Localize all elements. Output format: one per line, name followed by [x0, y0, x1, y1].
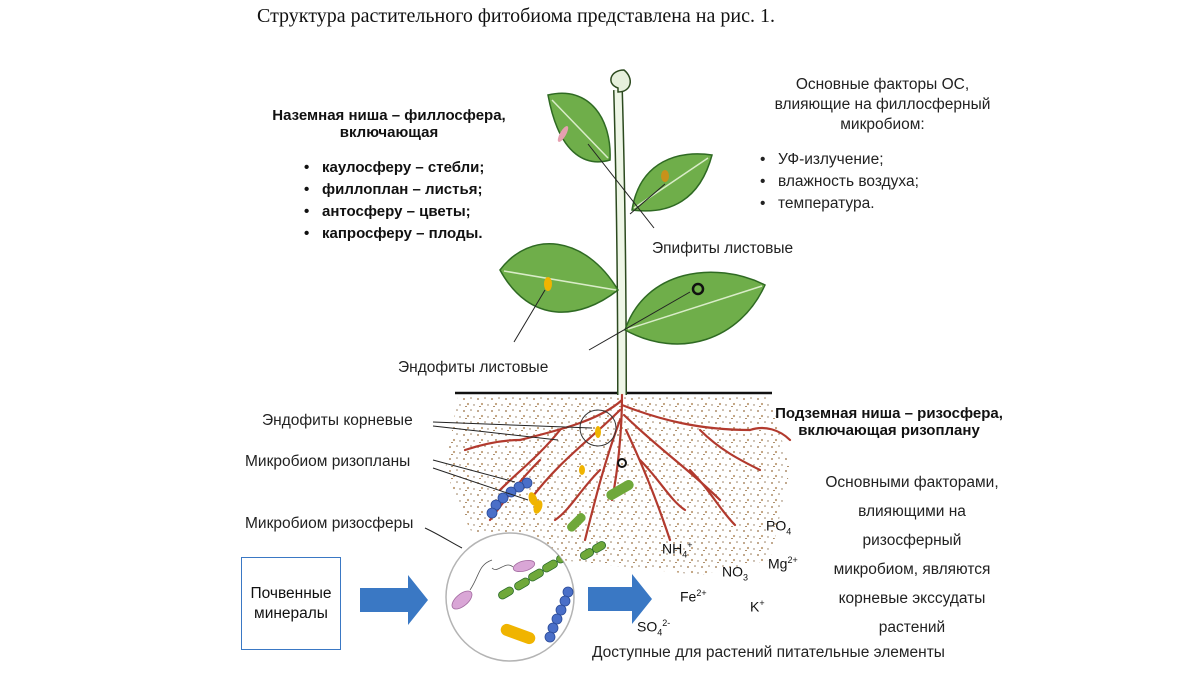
list-item: температура. — [758, 193, 919, 215]
rhizo-factors-line: микробиом, являются — [812, 555, 1012, 584]
ion-k: K+ — [750, 598, 765, 617]
label-leaf-endophytes: Эндофиты листовые — [398, 358, 548, 378]
ion-po4: PO4 — [766, 517, 791, 536]
phyllo-factors-line3: микробиом: — [760, 115, 1005, 135]
label-available-nutrients: Доступные для растений питательные элеме… — [592, 643, 945, 663]
leaf-bottom-right — [625, 272, 765, 344]
label-rhizoplane-microbiome: Микробиом ризопланы — [245, 452, 410, 472]
below-ground-title-line1: Подземная ниша – ризосфера, — [772, 405, 1006, 422]
leaf-bottom-left — [500, 244, 618, 312]
rhizo-factors-line: корневые экссудаты — [812, 584, 1012, 613]
leaf-top-left — [548, 93, 610, 162]
ion-mg: Mg2+ — [768, 555, 798, 574]
arrow-nutrients-out — [588, 574, 652, 624]
phyllo-factors-list: УФ-излучение; влажность воздуха; темпера… — [758, 149, 919, 215]
arrow-minerals-in — [360, 575, 428, 625]
label-epiphytes: Эпифиты листовые — [652, 239, 793, 259]
below-ground-title-line2: включающая ризоплану — [772, 422, 1006, 439]
list-item: филлоплан – листья; — [302, 179, 484, 201]
ion-no3: NO3 — [722, 563, 748, 582]
ion-fe: Fe2+ — [680, 588, 707, 607]
soil-minerals-box: Почвенные минералы — [241, 557, 341, 650]
above-ground-niche-title: Наземная ниша – филлосфера, включающая — [258, 107, 520, 141]
rhizosphere-magnified-circle — [446, 533, 574, 661]
ion-nh4: NH4+ — [662, 540, 693, 559]
rhizo-factors-line: ризосферный — [812, 526, 1012, 555]
above-ground-list: каулосферу – стебли; филлоплан – листья;… — [302, 157, 484, 245]
label-root-endophytes: Эндофиты корневые — [262, 411, 413, 431]
below-ground-niche-title: Подземная ниша – ризосфера, включающая р… — [772, 405, 1006, 439]
list-item: антосферу – цветы; — [302, 201, 484, 223]
ion-so4: SO42- — [637, 618, 670, 637]
list-item: УФ-излучение; — [758, 149, 919, 171]
label-rhizosphere-microbiome: Микробиом ризосферы — [245, 514, 413, 534]
phyllo-factors-line2: влияющие на филлосферный — [760, 95, 1005, 115]
phyllo-factors-line1: Основные факторы ОС, — [760, 75, 1005, 95]
rhizo-factors-line: Основными факторами, — [812, 468, 1012, 497]
rhizo-factors-line: растений — [812, 613, 1012, 642]
list-item: каулосферу – стебли; — [302, 157, 484, 179]
list-item: влажность воздуха; — [758, 171, 919, 193]
phyllo-factors-title: Основные факторы ОС, влияющие на филлосф… — [760, 75, 1005, 135]
above-ground-title-line2: включающая — [258, 124, 520, 141]
minerals-line2: минералы — [250, 604, 331, 624]
plant-bud — [611, 70, 630, 92]
stem — [618, 90, 622, 395]
above-ground-title-line1: Наземная ниша – филлосфера, — [258, 107, 520, 124]
rhizo-factors-text: Основными факторами, влияющими на ризосф… — [812, 468, 1012, 642]
list-item: капросферу – плоды. — [302, 223, 484, 245]
minerals-line1: Почвенные — [250, 584, 331, 604]
rhizo-factors-line: влияющими на — [812, 497, 1012, 526]
